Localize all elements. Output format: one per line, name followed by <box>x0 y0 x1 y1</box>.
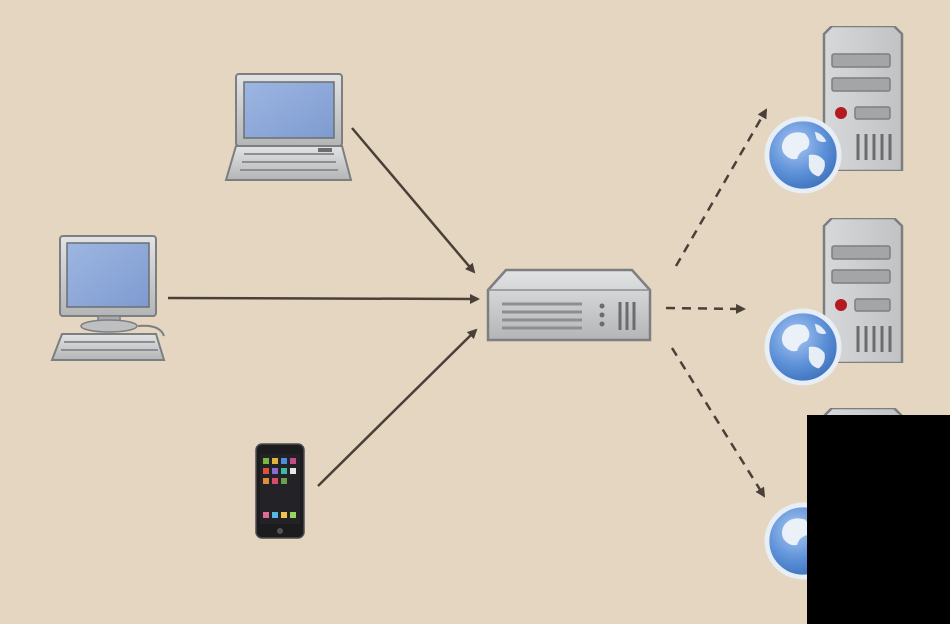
smartphone-icon <box>255 443 305 539</box>
web-server-1-icon <box>767 26 904 191</box>
desktop-computer-icon <box>50 235 166 361</box>
hub-to-server-1-arrow <box>674 108 768 267</box>
phone-to-hub-arrow <box>317 328 478 487</box>
hub-to-server-2-arrow <box>665 303 746 314</box>
server-connections <box>665 108 768 498</box>
redaction-block <box>807 415 950 624</box>
laptop-icon <box>224 73 353 181</box>
load-balancer-icon <box>486 268 652 342</box>
client-connections <box>167 127 480 487</box>
hub-to-server-3-arrow <box>670 347 766 498</box>
desktop-to-hub-arrow <box>167 293 480 304</box>
web-server-2-icon <box>767 218 904 383</box>
laptop-to-hub-arrow <box>351 127 476 274</box>
